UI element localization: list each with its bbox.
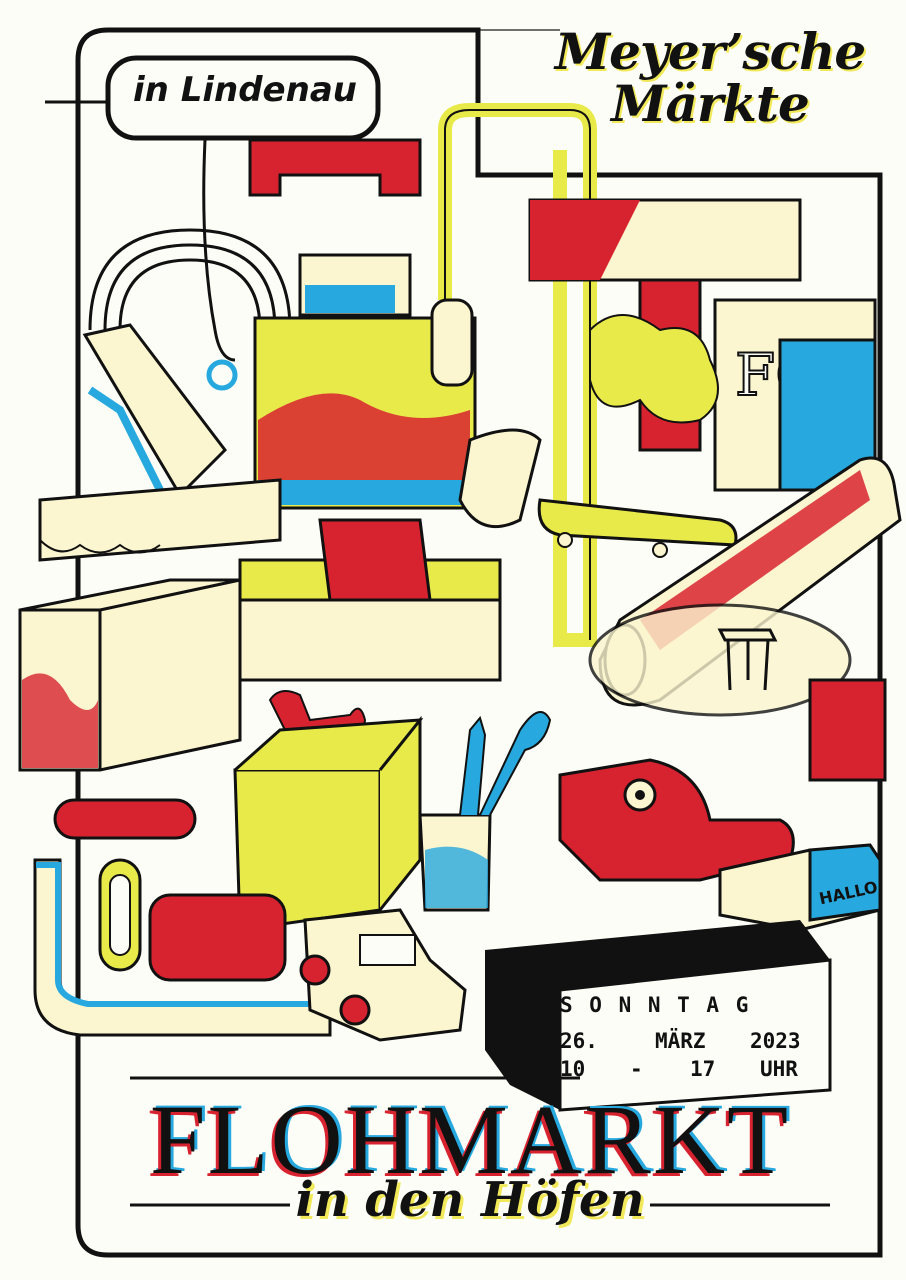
date-year: 2023 xyxy=(750,1029,801,1053)
time-from: 10 xyxy=(560,1057,586,1081)
hallo-box-shape: HALLO xyxy=(718,843,882,932)
tool-cup-icon xyxy=(418,711,552,912)
date-panel: S O N N T A G 26. MÄRZ 2023 10 - 17 UHR xyxy=(560,985,818,1095)
stool-icon xyxy=(717,628,778,691)
time-unit: UHR xyxy=(760,1057,798,1081)
event-subtitle: in den Höfen xyxy=(295,1172,645,1228)
event-title: FLOHMARKT xyxy=(149,1084,791,1195)
magnet-shape xyxy=(248,138,422,197)
date-month: MÄRZ xyxy=(655,1029,706,1053)
tray-shape xyxy=(148,893,287,982)
brand-line-2: Märkte xyxy=(611,74,810,133)
arc-shape xyxy=(88,228,292,331)
toy-car-icon xyxy=(299,908,467,1042)
time-separator: - xyxy=(630,1057,643,1081)
time-to: 17 xyxy=(690,1057,716,1081)
clip-shape xyxy=(53,798,197,840)
location-tag-text: in Lindenau xyxy=(133,70,357,110)
boot-shape xyxy=(318,518,432,602)
brand-logo: Meyer’sche Märkte xyxy=(540,26,880,130)
location-tag-bubble xyxy=(105,55,381,141)
date-day: 26. xyxy=(560,1029,598,1053)
red-crate-shape xyxy=(808,678,887,782)
brand-line-1: Meyer’sche xyxy=(554,22,866,81)
mop-shape xyxy=(589,314,719,424)
beam-shape xyxy=(82,323,227,498)
day-label: S O N N T A G xyxy=(560,993,751,1017)
